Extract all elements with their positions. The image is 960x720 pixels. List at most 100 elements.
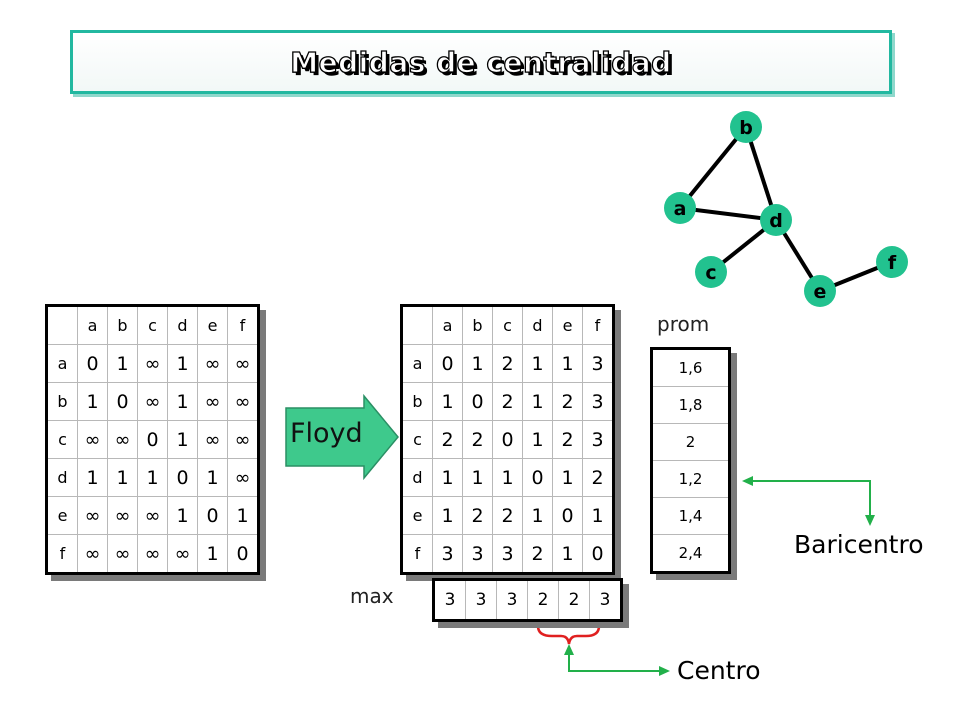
matrix-cell: 1 xyxy=(167,382,198,421)
column-header: c xyxy=(492,305,523,345)
svg-text:f: f xyxy=(888,252,897,274)
prom-cell: 1,6 xyxy=(651,348,730,387)
matrix-cell: 3 xyxy=(582,344,614,383)
column-header: d xyxy=(522,305,553,345)
prom-cell: 1,8 xyxy=(651,386,730,424)
matrix-cell: 2 xyxy=(552,382,583,421)
centro-brace xyxy=(536,625,601,645)
edge-a-d xyxy=(679,206,777,222)
matrix-cell: 3 xyxy=(582,420,614,459)
matrix-cell: 1 xyxy=(552,534,583,574)
max-cell: 2 xyxy=(527,579,559,621)
matrix-cell: 2 xyxy=(492,382,523,421)
table-row: c 2 2 0 1 2 3 xyxy=(401,420,614,459)
matrix-cell: 3 xyxy=(432,534,463,574)
matrix-cell: ∞ xyxy=(77,496,108,535)
matrix-cell: 0 xyxy=(197,496,228,535)
table-row: c ∞ ∞ 0 1 ∞ ∞ xyxy=(46,420,259,459)
matrix-cell: 2 xyxy=(432,420,463,459)
matrix-cell: 1 xyxy=(522,382,553,421)
matrix-cell: 1 xyxy=(137,458,168,497)
node-a: a xyxy=(664,192,696,224)
table-row: e 1 2 2 1 0 1 xyxy=(401,496,614,535)
matrix-cell: 1 xyxy=(107,344,138,383)
node-c: c xyxy=(695,256,727,288)
matrix-cell: 0 xyxy=(552,496,583,535)
matrix-cell: 1 xyxy=(432,458,463,497)
node-e: e xyxy=(804,275,836,307)
table-row: 3 3 3 2 2 3 xyxy=(433,579,622,621)
matrix-cell: 1 xyxy=(522,420,553,459)
matrix-cell: 1 xyxy=(167,420,198,459)
table-row: 2,4 xyxy=(651,534,730,573)
matrix-cell: 1 xyxy=(167,344,198,383)
matrix-cell: 1 xyxy=(197,534,228,574)
matrix-cell: 0 xyxy=(107,382,138,421)
matrix-cell: ∞ xyxy=(227,458,259,497)
matrix-cell: 0 xyxy=(432,344,463,383)
column-header: d xyxy=(167,305,198,345)
matrix-cell: ∞ xyxy=(197,382,228,421)
matrix-cell: 1 xyxy=(552,458,583,497)
matrix-cell: 2 xyxy=(552,420,583,459)
adjacency-header-row: a b c d e f xyxy=(46,305,259,345)
matrix-cell: 0 xyxy=(582,534,614,574)
floyd-arrow xyxy=(285,393,399,481)
row-header: a xyxy=(401,344,433,383)
node-f: f xyxy=(876,246,908,278)
table-row: 2 xyxy=(651,423,730,461)
prom-cell: 1,2 xyxy=(651,460,730,498)
matrix-corner xyxy=(46,305,78,345)
matrix-cell: 0 xyxy=(522,458,553,497)
table-row: d 1 1 1 0 1 ∞ xyxy=(46,458,259,497)
prom-column: 1,6 1,8 2 1,2 1,4 2,4 xyxy=(650,347,731,574)
column-header: f xyxy=(582,305,614,345)
matrix-cell: 0 xyxy=(492,420,523,459)
matrix-cell: ∞ xyxy=(107,496,138,535)
matrix-cell: 3 xyxy=(492,534,523,574)
matrix-cell: ∞ xyxy=(77,420,108,459)
svg-text:d: d xyxy=(769,210,783,232)
node-b: b xyxy=(730,111,762,143)
column-header: e xyxy=(197,305,228,345)
matrix-cell: 0 xyxy=(77,344,108,383)
row-header: b xyxy=(401,382,433,421)
max-label: max xyxy=(350,584,394,608)
matrix-cell: 1 xyxy=(522,496,553,535)
max-cell: 3 xyxy=(465,579,497,621)
matrix-cell: ∞ xyxy=(137,344,168,383)
matrix-cell: 1 xyxy=(462,458,493,497)
matrix-cell: ∞ xyxy=(137,382,168,421)
column-header: a xyxy=(77,305,108,345)
matrix-cell: 1 xyxy=(552,344,583,383)
matrix-cell: 3 xyxy=(582,382,614,421)
matrix-cell: 1 xyxy=(582,496,614,535)
max-cell: 2 xyxy=(558,579,590,621)
matrix-cell: 1 xyxy=(432,382,463,421)
matrix-cell: 0 xyxy=(137,420,168,459)
row-header: c xyxy=(401,420,433,459)
matrix-cell: ∞ xyxy=(137,496,168,535)
centro-label: Centro xyxy=(677,656,761,685)
prom-cell: 2 xyxy=(651,423,730,461)
table-row: b 1 0 2 1 2 3 xyxy=(401,382,614,421)
column-header: e xyxy=(552,305,583,345)
table-row: d 1 1 1 0 1 2 xyxy=(401,458,614,497)
floyd-label: Floyd xyxy=(290,418,363,449)
row-header: b xyxy=(46,382,78,421)
distance-matrix: a b c d e f a 0 1 2 1 1 3 b 1 0 2 1 2 3 … xyxy=(400,304,615,575)
svg-text:b: b xyxy=(739,117,753,139)
matrix-cell: ∞ xyxy=(197,344,228,383)
matrix-cell: 1 xyxy=(107,458,138,497)
centro-pointer xyxy=(564,644,670,676)
edge-b-d xyxy=(744,126,778,221)
matrix-cell: 3 xyxy=(462,534,493,574)
matrix-cell: ∞ xyxy=(227,382,259,421)
adjacency-matrix: a b c d e f a 0 1 ∞ 1 ∞ ∞ b 1 0 ∞ 1 ∞ ∞ … xyxy=(45,304,260,575)
row-header: d xyxy=(401,458,433,497)
matrix-cell: 1 xyxy=(462,344,493,383)
matrix-cell: 1 xyxy=(77,382,108,421)
max-cell: 3 xyxy=(589,579,622,621)
row-header: f xyxy=(401,534,433,574)
